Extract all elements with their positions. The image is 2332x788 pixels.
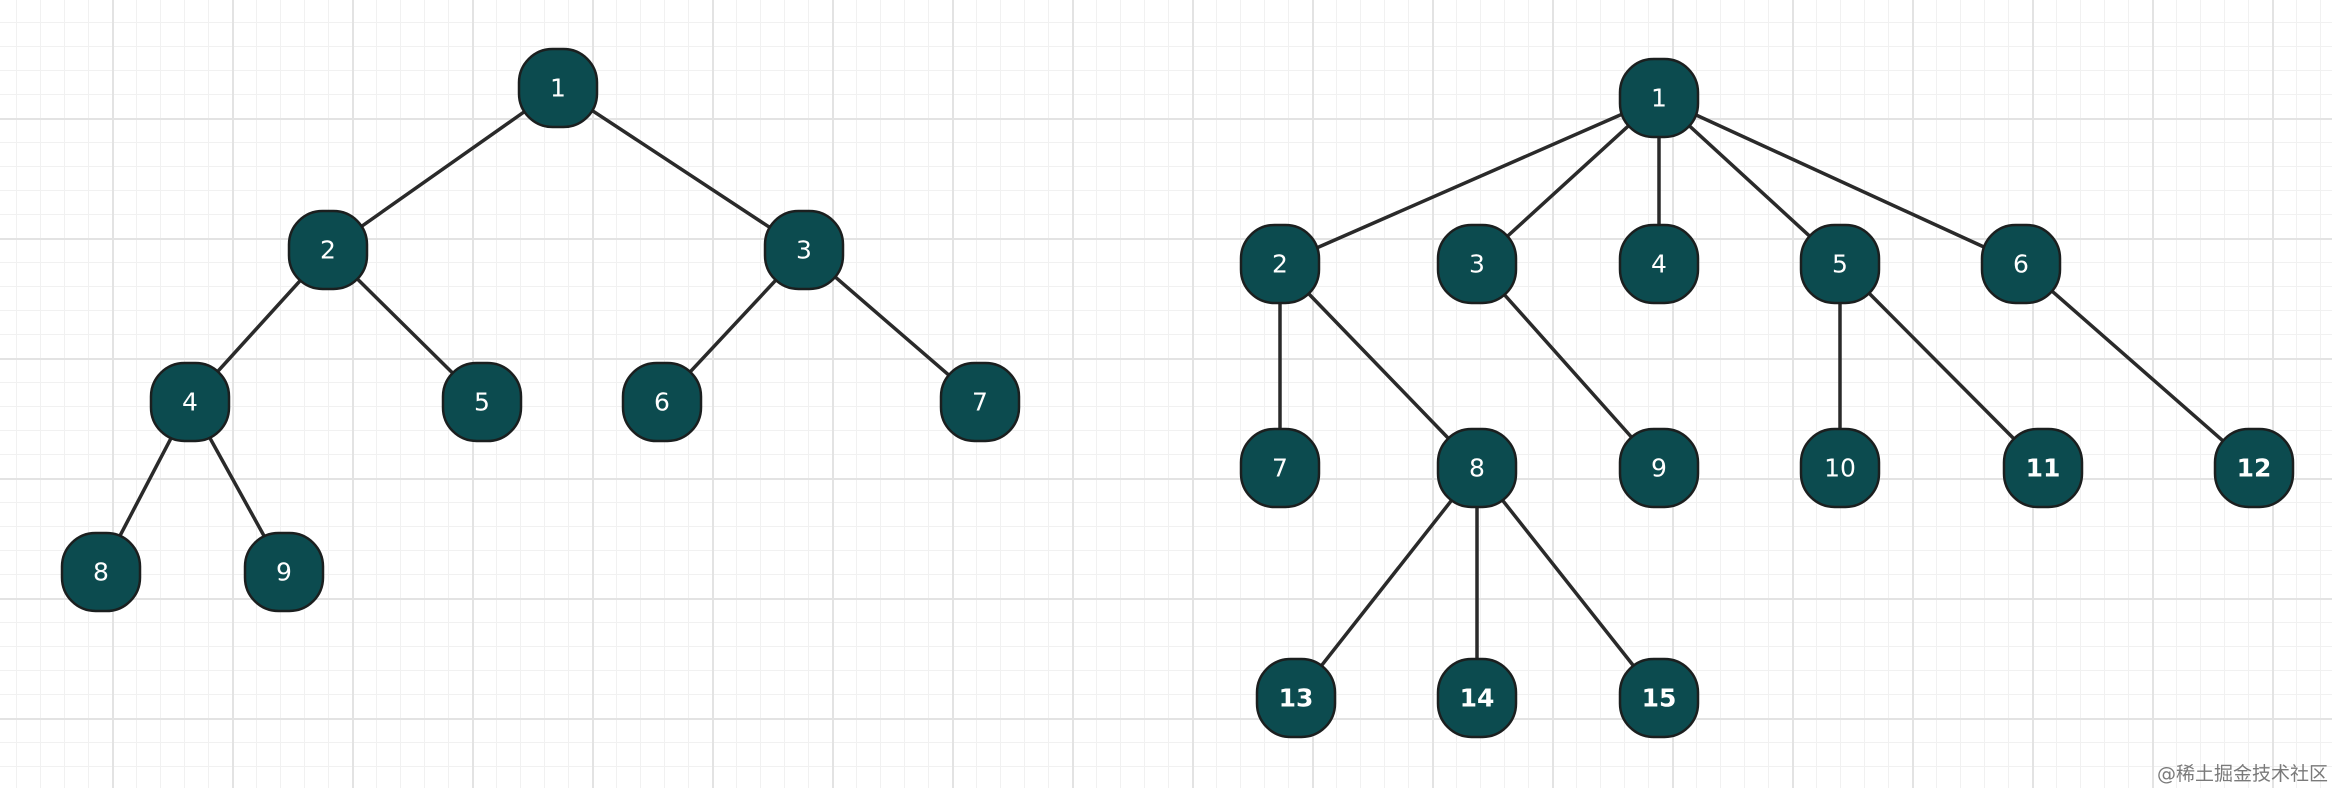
node-circle: [1980, 223, 2062, 305]
tree-node-9: 9: [243, 531, 325, 613]
edge-1-2: [1309, 109, 1630, 253]
tree-node-1: 1: [1618, 57, 1700, 139]
edge-3-9: [1497, 287, 1639, 445]
node-circle: [287, 209, 369, 291]
node-circle: [1436, 223, 1518, 305]
tree-node-7: 7: [939, 361, 1021, 443]
node-circle: [149, 361, 231, 443]
edge-1-3: [584, 104, 778, 234]
node-label: 14: [1460, 684, 1495, 713]
tree-node-5: 5: [441, 361, 523, 443]
node-circle: [1618, 57, 1700, 139]
node-circle: [517, 47, 599, 129]
edge-3-7: [827, 270, 957, 382]
node-label: 8: [93, 558, 109, 587]
node-circle: [1255, 657, 1337, 739]
node-circle: [1618, 657, 1700, 739]
node-label: 3: [1469, 250, 1485, 279]
edge-4-8: [114, 430, 177, 544]
node-label: 3: [796, 236, 812, 265]
tree-node-2: 2: [287, 209, 369, 291]
tree-node-4: 4: [1618, 223, 1700, 305]
node-circle: [1436, 657, 1518, 739]
tree-node-2: 2: [1239, 223, 1321, 305]
node-label: 5: [474, 388, 490, 417]
node-circle: [939, 361, 1021, 443]
node-circle: [2213, 427, 2295, 509]
node-label: 2: [320, 236, 336, 265]
edge-1-2: [353, 105, 533, 233]
node-circle: [621, 361, 703, 443]
tree-node-8: 8: [1436, 427, 1518, 509]
edge-1-3: [1500, 118, 1636, 244]
edge-8-15: [1496, 492, 1640, 674]
node-label: 9: [1651, 454, 1667, 483]
node-label: 10: [1824, 454, 1856, 483]
node-label: 6: [2013, 250, 2029, 279]
tree-node-6: 6: [1980, 223, 2062, 305]
edge-4-9: [204, 430, 270, 544]
tree-node-10: 10: [1799, 427, 1881, 509]
watermark: @稀土掘金技术社区: [2156, 763, 2328, 785]
node-label: 15: [1642, 684, 1677, 713]
node-circle: [763, 209, 845, 291]
node-label: 4: [182, 388, 198, 417]
edge-1-6: [1688, 110, 1992, 252]
tree-node-9: 9: [1618, 427, 1700, 509]
node-circle: [1239, 223, 1321, 305]
node-circle: [1618, 223, 1700, 305]
node-circle: [1239, 427, 1321, 509]
edge-3-6: [683, 272, 783, 380]
edge-1-5: [1682, 119, 1817, 243]
node-label: 5: [1832, 250, 1848, 279]
edge-2-8: [1301, 286, 1456, 446]
tree-node-3: 3: [1436, 223, 1518, 305]
edge-6-12: [2044, 284, 2231, 448]
tree-node-15: 15: [1618, 657, 1700, 739]
node-circle: [1436, 427, 1518, 509]
node-label: 9: [276, 558, 292, 587]
edge-5-11: [1862, 286, 2021, 446]
tree-node-11: 11: [2002, 427, 2084, 509]
node-label: 1: [1651, 84, 1667, 113]
tree-node-4: 4: [149, 361, 231, 443]
tree-node-12: 12: [2213, 427, 2295, 509]
node-circle: [1799, 427, 1881, 509]
node-label: 1: [550, 74, 566, 103]
tree-node-6: 6: [621, 361, 703, 443]
node-label: 4: [1651, 250, 1667, 279]
node-label: 8: [1469, 454, 1485, 483]
tree-node-3: 3: [763, 209, 845, 291]
node-circle: [60, 531, 142, 613]
node-label: 13: [1279, 684, 1314, 713]
binary-tree: 1 2 3 4 5 6 7 8 9: [60, 47, 1021, 613]
tree-node-5: 5: [1799, 223, 1881, 305]
node-circle: [2002, 427, 2084, 509]
node-label: 7: [972, 388, 988, 417]
node-circle: [1799, 223, 1881, 305]
node-label: 12: [2237, 454, 2272, 483]
node-label: 6: [654, 388, 670, 417]
node-circle: [243, 531, 325, 613]
node-label: 11: [2026, 454, 2061, 483]
tree-node-13: 13: [1255, 657, 1337, 739]
node-label: 2: [1272, 250, 1288, 279]
node-label: 7: [1272, 454, 1288, 483]
tree-node-7: 7: [1239, 427, 1321, 509]
edge-8-13: [1315, 492, 1458, 674]
tree-node-8: 8: [60, 531, 142, 613]
node-circle: [1618, 427, 1700, 509]
node-circle: [441, 361, 523, 443]
tree-node-1: 1: [517, 47, 599, 129]
edge-2-5: [350, 271, 460, 381]
edge-2-4: [210, 273, 308, 379]
tree-node-14: 14: [1436, 657, 1518, 739]
